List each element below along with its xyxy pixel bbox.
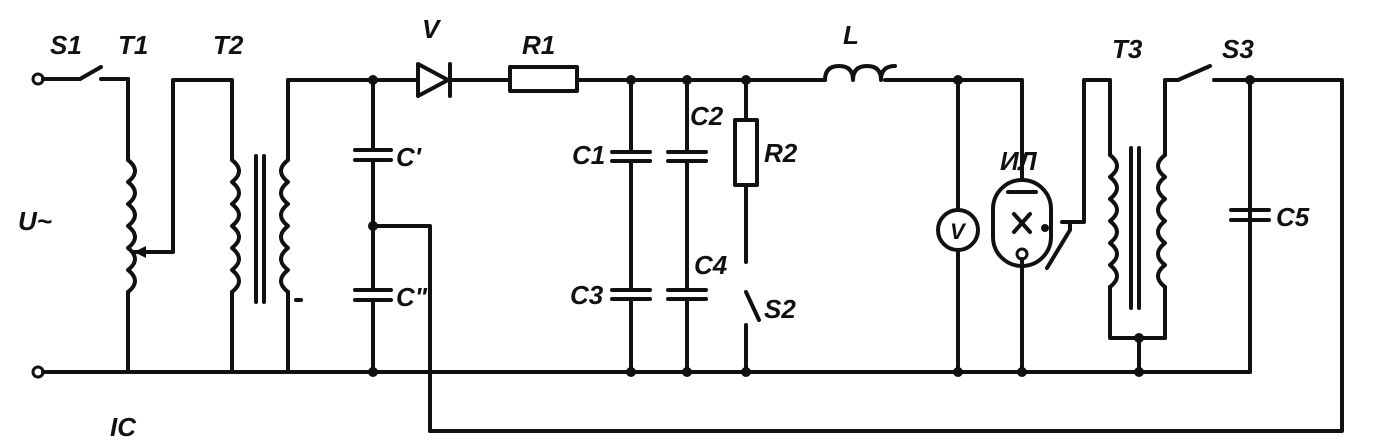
resistor-r2 bbox=[733, 78, 759, 264]
label-c-double-prime: C" bbox=[396, 282, 428, 312]
label-flash-lamp: ИЛ bbox=[1000, 146, 1038, 176]
switch-s1 bbox=[41, 65, 130, 81]
label-t1: T1 bbox=[118, 30, 148, 60]
label-t3: T3 bbox=[1112, 34, 1143, 64]
autotransformer-t1 bbox=[126, 77, 234, 374]
label-diode-v: V bbox=[422, 14, 442, 44]
junction-dots bbox=[368, 75, 1255, 377]
midpoint-wire bbox=[371, 224, 432, 433]
switch-s2 bbox=[744, 290, 761, 374]
label-r1: R1 bbox=[522, 30, 555, 60]
transformer-t2 bbox=[230, 78, 303, 374]
label-t2: T2 bbox=[213, 30, 244, 60]
capacitor-c2-c4 bbox=[666, 78, 708, 374]
capacitor-c-prime bbox=[353, 78, 393, 228]
switch-s3 bbox=[1176, 64, 1252, 82]
capacitor-c-double-prime bbox=[353, 224, 393, 374]
label-c4: C4 bbox=[694, 250, 728, 280]
diode-v bbox=[406, 62, 512, 98]
label-c-prime: C' bbox=[396, 142, 422, 172]
inductor-l bbox=[823, 64, 1024, 182]
label-c2: C2 bbox=[690, 101, 724, 131]
label-u-input: U~ bbox=[18, 206, 52, 236]
label-c3: C3 bbox=[570, 280, 604, 310]
capacitor-c1-c3 bbox=[610, 78, 652, 374]
label-bottom-mark: IC bbox=[110, 412, 137, 440]
label-l: L bbox=[843, 20, 859, 50]
transformer-t3 bbox=[1060, 78, 1180, 374]
label-s3: S3 bbox=[1222, 34, 1254, 64]
voltmeter bbox=[936, 78, 980, 374]
capacitor-c5 bbox=[1229, 78, 1271, 374]
label-s1: S1 bbox=[50, 30, 82, 60]
label-s2: S2 bbox=[764, 294, 796, 324]
label-c5: C5 bbox=[1276, 202, 1310, 232]
resistor-r1 bbox=[508, 65, 827, 93]
label-c1: C1 bbox=[572, 140, 605, 170]
flash-lamp bbox=[991, 178, 1072, 374]
label-voltmeter: V bbox=[950, 219, 967, 244]
label-r2: R2 bbox=[764, 138, 798, 168]
bottom-rail-wire bbox=[41, 78, 1344, 433]
